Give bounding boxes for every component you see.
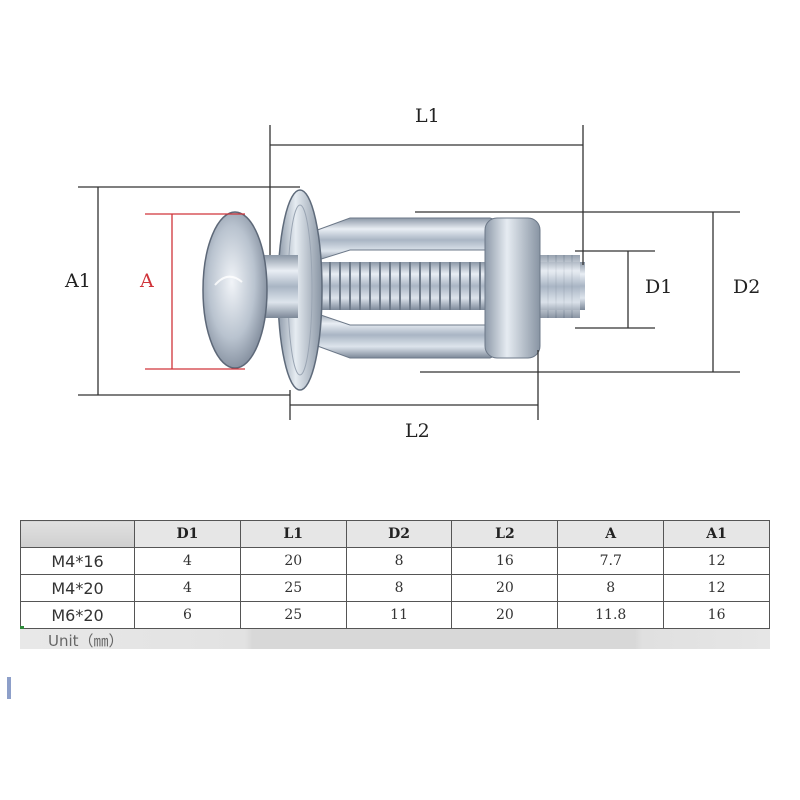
table-row: M6*20 6 25 11 20 11.8 16 [20, 601, 770, 629]
corner-marker [20, 626, 24, 631]
model-cell: M6*20 [20, 601, 135, 629]
label-d1: D1 [645, 276, 672, 298]
spec-table: D1 L1 D2 L2 A A1 M4*16 4 20 8 16 7.7 12 … [20, 520, 770, 629]
d1-cell: 6 [134, 601, 241, 629]
header-a: A [557, 520, 665, 548]
table-row: M4*20 4 25 8 20 8 12 [20, 574, 770, 602]
l1-cell: 25 [239, 601, 347, 629]
a-cell: 7.7 [557, 547, 665, 575]
label-l1: L1 [415, 105, 440, 127]
label-l2: L2 [405, 420, 430, 442]
dimension-a-lines [145, 213, 245, 370]
anchor-bolt-illustration [202, 189, 585, 391]
label-d2: D2 [733, 276, 760, 298]
d1-cell: 4 [134, 547, 241, 575]
dimension-lines [78, 125, 740, 420]
model-cell: M4*16 [20, 547, 135, 575]
a-cell: 11.8 [557, 601, 665, 629]
unit-row: Unit（㎜） [20, 629, 770, 650]
l1-cell: 20 [239, 547, 347, 575]
model-cell: M4*20 [20, 574, 135, 602]
label-a1: A1 [64, 270, 91, 292]
header-d1: D1 [134, 520, 241, 548]
a1-cell: 16 [663, 601, 770, 629]
side-marker [7, 677, 11, 699]
a1-cell: 12 [663, 547, 770, 575]
d2-cell: 8 [345, 547, 453, 575]
anchor-bolt-diagram: L1 L2 A1 A D1 D2 [64, 105, 760, 442]
a-cell: 8 [557, 574, 665, 602]
header-d2: D2 [345, 520, 453, 548]
d1-cell: 4 [134, 574, 241, 602]
header-l1: L1 [239, 520, 347, 548]
d2-cell: 11 [345, 601, 453, 629]
l2-cell: 16 [451, 547, 559, 575]
header-l2: L2 [451, 520, 559, 548]
table-header-row: D1 L1 D2 L2 A A1 [20, 520, 770, 548]
l2-cell: 20 [451, 601, 559, 629]
l1-cell: 25 [239, 574, 347, 602]
header-a1: A1 [663, 520, 770, 548]
l2-cell: 20 [451, 574, 559, 602]
unit-label: Unit（㎜） [48, 632, 124, 650]
a1-cell: 12 [663, 574, 770, 602]
header-corner [20, 520, 135, 548]
table-row: M4*16 4 20 8 16 7.7 12 [20, 547, 770, 575]
label-a: A [139, 270, 154, 292]
d2-cell: 8 [345, 574, 453, 602]
